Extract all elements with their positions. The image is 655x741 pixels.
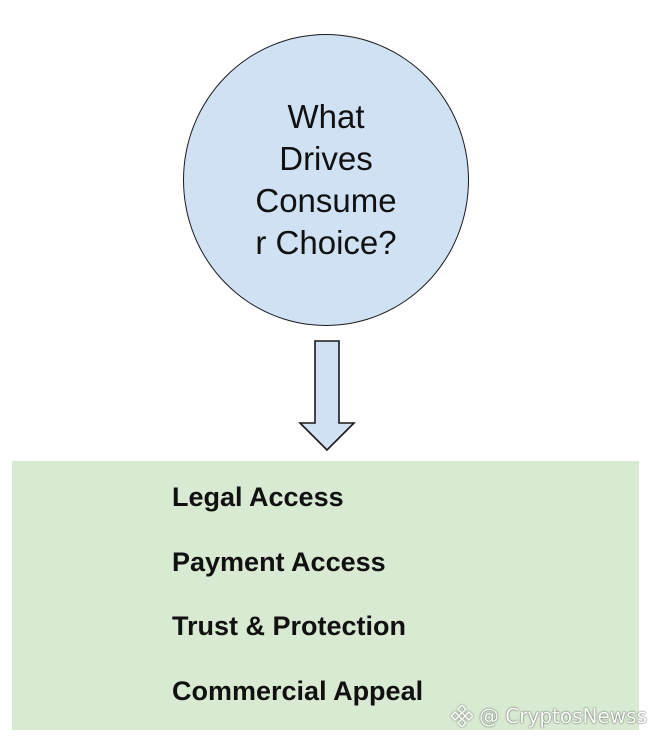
drivers-list: Legal Access Payment Access Trust & Prot… [172, 481, 423, 739]
binance-logo-icon [450, 705, 473, 727]
driver-item-payment-access: Payment Access [172, 546, 386, 577]
question-line: What [287, 98, 365, 135]
driver-item-legal-access: Legal Access [172, 482, 344, 512]
watermark: @ CryptosNewss [450, 702, 647, 730]
question-text: What Drives Consume r Choice? [183, 96, 469, 264]
driver-item-trust-protection: Trust & Protection [172, 611, 407, 641]
question-line: Consume [255, 182, 397, 219]
down-arrow-icon [298, 340, 356, 452]
question-line: Drives [279, 140, 373, 177]
question-circle [183, 34, 469, 326]
drivers-box [12, 461, 639, 730]
question-line: r Choice? [255, 224, 397, 261]
driver-item-commercial-appeal: Commercial Appeal [172, 675, 424, 706]
watermark-text: @ CryptosNewss [478, 704, 647, 728]
